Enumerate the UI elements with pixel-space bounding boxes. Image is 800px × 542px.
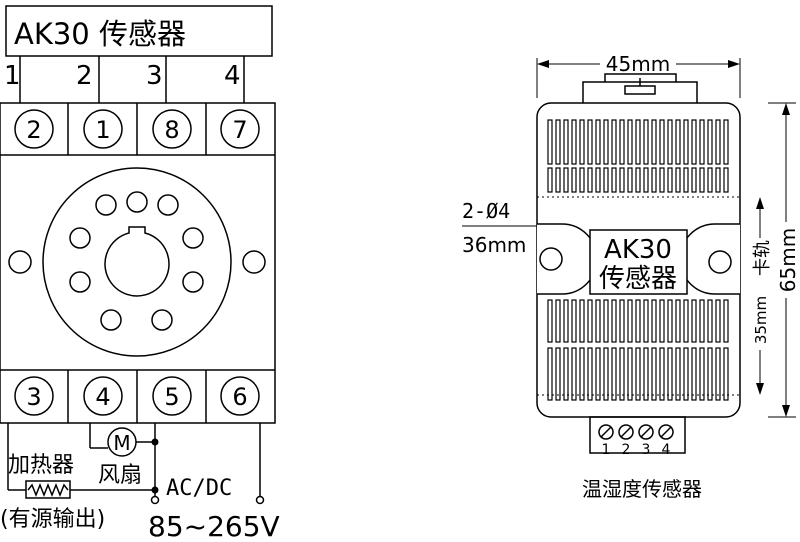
top-pin-label-4: 7 (232, 116, 247, 144)
height-dimension-label: 65mm (776, 228, 800, 292)
source-note-label: (有源输出) (0, 507, 105, 532)
motor-label: M (113, 431, 130, 455)
bottom-pin-label-4: 6 (232, 383, 247, 411)
voltage-label: 85~265V (148, 510, 280, 542)
wire-number-1: 1 (4, 61, 21, 91)
lower-vent-grille (547, 299, 729, 401)
sensor-name-label: 传感器 (599, 264, 677, 294)
title-label: AK30 传感器 (14, 17, 186, 51)
octal-base (42, 167, 232, 357)
upper-vent-grille (547, 119, 729, 193)
width-dimension-label: 45mm (606, 52, 670, 76)
bottom-pin-label-2: 4 (95, 383, 110, 411)
power-type-label: AC/DC (166, 476, 232, 501)
rail-label: 卡轨 (752, 240, 773, 276)
top-pin-label-1: 2 (26, 116, 41, 144)
hole-label: 2-Ø4 (462, 199, 510, 223)
fan-label: 风扇 (98, 463, 142, 488)
heater-label: 加热器 (8, 453, 74, 478)
wire-number-3: 3 (146, 61, 163, 91)
model-label: AK30 (604, 235, 672, 265)
rail-width-label: 35mm (752, 296, 770, 344)
terminal-block (589, 416, 686, 454)
hole-spacing-label: 36mm (462, 233, 526, 257)
wire-number-4: 4 (224, 61, 241, 91)
wire-number-2: 2 (76, 61, 93, 91)
relay-wiring-diagram (0, 5, 276, 505)
terminal-label-4: 4 (662, 442, 671, 458)
terminal-label-3: 3 (642, 442, 651, 458)
caption-label: 温湿度传感器 (582, 477, 702, 501)
sensor-outline-drawing (462, 58, 796, 454)
center-key-hole (104, 226, 170, 297)
bottom-pin-label-1: 3 (26, 383, 41, 411)
top-pin-label-3: 8 (164, 116, 179, 144)
title-box (5, 5, 273, 57)
sensor-label-box (589, 229, 688, 295)
terminal-label-2: 2 (622, 442, 631, 458)
terminal-label-1: 1 (602, 442, 611, 458)
bottom-pin-label-3: 5 (164, 383, 179, 411)
top-pin-label-2: 1 (95, 116, 110, 144)
